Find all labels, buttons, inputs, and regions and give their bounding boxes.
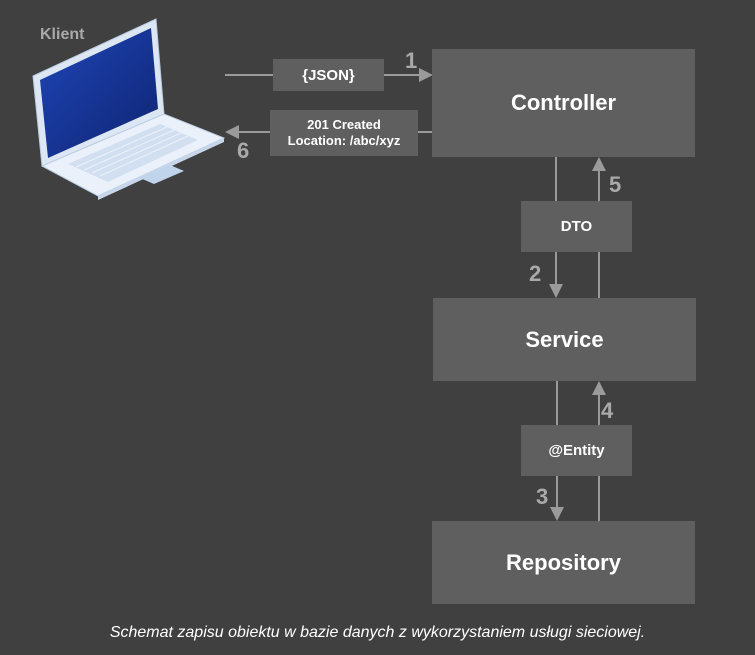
response-status: 201 Created — [307, 117, 381, 132]
entity-label: @Entity — [521, 425, 632, 476]
step-number-1: 1 — [405, 48, 418, 73]
response-location: Location: /abc/xyz — [287, 133, 401, 148]
request-arrowhead — [419, 68, 433, 82]
service-box: Service — [433, 298, 696, 381]
json-payload-label: {JSON} — [273, 59, 384, 91]
laptop-icon — [32, 18, 226, 200]
response-payload-label: 201 Created Location: /abc/xyz — [270, 110, 418, 156]
step-number-3: 3 — [536, 484, 549, 509]
client-label: Klient — [40, 26, 85, 43]
repository-box: Repository — [432, 521, 695, 604]
controller-to-service-arrowhead — [549, 284, 563, 298]
service-to-repository-arrowhead — [550, 507, 564, 521]
service-to-controller-arrowhead — [592, 157, 606, 171]
step-number-4: 4 — [601, 398, 614, 423]
diagram-caption: Schemat zapisu obiektu w bazie danych z … — [109, 624, 646, 641]
step-number-2: 2 — [529, 261, 542, 286]
dto-label: DTO — [521, 201, 632, 252]
step-number-6: 6 — [237, 138, 250, 163]
controller-box: Controller — [432, 49, 695, 157]
response-arrowhead — [225, 125, 239, 139]
step-number-5: 5 — [609, 172, 622, 197]
repository-to-service-arrowhead — [592, 381, 606, 395]
